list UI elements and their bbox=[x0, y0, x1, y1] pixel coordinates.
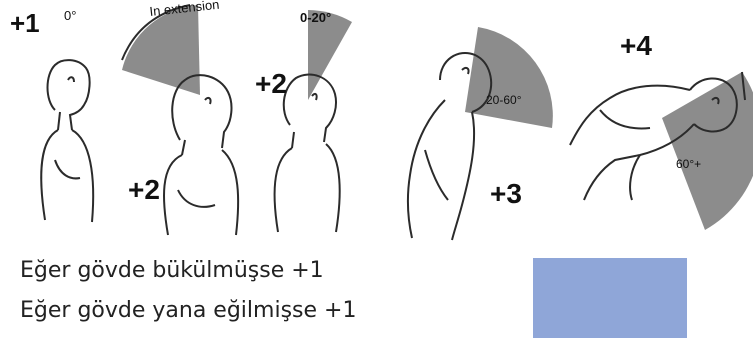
neck-sector-20-60 bbox=[465, 27, 553, 128]
angle-label-0-20: 0-20° bbox=[300, 10, 331, 25]
score-label-figure-1: +1 bbox=[10, 8, 40, 39]
extension-sector bbox=[122, 5, 200, 95]
note-trunk-side-bent: Eğer gövde yana eğilmişse +1 bbox=[20, 298, 356, 323]
angle-label-60-plus: 60°+ bbox=[676, 157, 701, 171]
angle-label-0: 0° bbox=[64, 8, 76, 23]
blue-placeholder-box bbox=[533, 258, 687, 338]
figure-extension bbox=[164, 75, 238, 235]
score-label-figure-3: +2 bbox=[255, 68, 287, 100]
figure-upright bbox=[41, 60, 93, 222]
note-trunk-flexed: Eğer gövde bükülmüşse +1 bbox=[20, 258, 324, 283]
angle-label-20-60: 20-60° bbox=[486, 93, 522, 107]
score-label-figure-5: +4 bbox=[620, 30, 652, 62]
score-label-figure-4: +3 bbox=[490, 178, 522, 210]
score-label-figure-2: +2 bbox=[128, 174, 160, 206]
neck-sector-60-plus bbox=[662, 72, 753, 230]
